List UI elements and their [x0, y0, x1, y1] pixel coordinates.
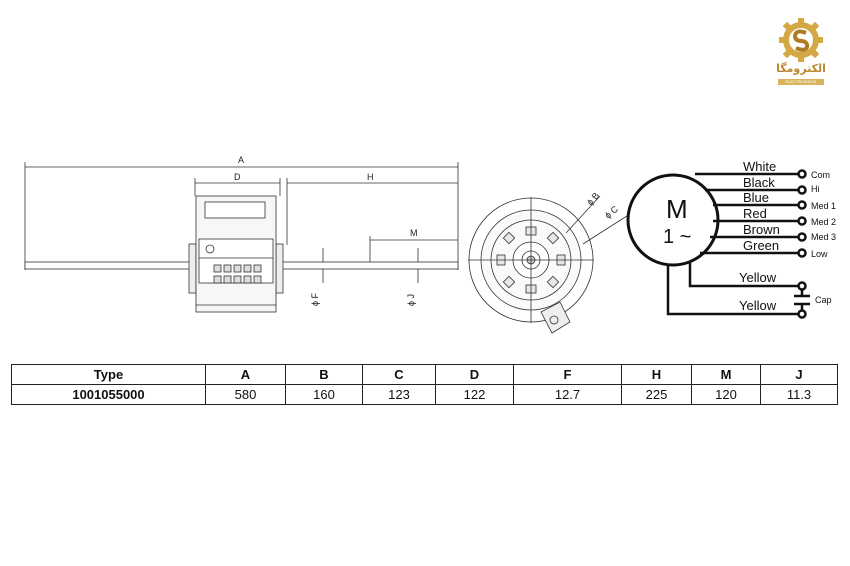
cell-f: 12.7	[513, 384, 622, 405]
dim-label-d: D	[234, 172, 241, 182]
spec-table: Type A B C D F H M J 1001055000 580 160 …	[11, 364, 838, 405]
dim-label-a: A	[238, 155, 244, 165]
terminal-label-med3: Med 3	[811, 232, 836, 242]
header-f: F	[513, 364, 622, 385]
cell-c: 123	[362, 384, 436, 405]
wire-label-blue: Blue	[743, 190, 769, 205]
table-row: 1001055000 580 160 123 122 12.7 225 120 …	[11, 384, 838, 405]
logo-subtext: ELECTROMEGA	[778, 79, 824, 85]
motor-phase: 1 ~	[663, 226, 691, 248]
header-b: B	[285, 364, 363, 385]
wire-label-white: White	[743, 159, 776, 174]
motor-drawing: A D H M ϕ F ϕ J ϕ B ϕ C M 1 ~	[24, 155, 836, 334]
dim-label-b: ϕ B	[585, 190, 601, 207]
wire-label-red: Red	[743, 206, 767, 221]
brand-logo	[772, 14, 830, 86]
wire-label-brown: Brown	[743, 222, 780, 237]
terminal-label-com: Com	[811, 170, 830, 180]
motor-side-view	[24, 162, 459, 313]
cell-h: 225	[621, 384, 692, 405]
terminal-label-low: Low	[811, 249, 828, 259]
dim-label-m: M	[410, 228, 418, 238]
cap-wire-label-2: Yellow	[739, 298, 777, 313]
dim-label-j: ϕ J	[406, 294, 416, 306]
wire-label-black: Black	[743, 175, 775, 190]
terminal-label-hi: Hi	[811, 184, 820, 194]
terminal-label-med1: Med 1	[811, 201, 836, 211]
header-a: A	[205, 364, 286, 385]
cell-j: 11.3	[760, 384, 838, 405]
dim-label-h: H	[367, 172, 374, 182]
cell-b: 160	[285, 384, 363, 405]
cap-label: Cap	[815, 295, 832, 305]
dim-label-c: ϕ C	[603, 204, 621, 221]
wiring-diagram: M 1 ~ White Black Blue	[626, 159, 836, 319]
dim-label-f: ϕ F	[310, 292, 320, 306]
wire-label-green: Green	[743, 238, 779, 253]
header-d: D	[435, 364, 514, 385]
header-h: H	[621, 364, 692, 385]
motor-front-view	[468, 195, 631, 334]
header-type: Type	[11, 364, 206, 385]
gear-logo-icon	[779, 18, 823, 62]
cell-type: 1001055000	[11, 384, 206, 405]
cell-d: 122	[435, 384, 514, 405]
header-m: M	[691, 364, 761, 385]
cap-wire-label-1: Yellow	[739, 270, 777, 285]
motor-letter: M	[666, 194, 688, 224]
terminal-label-med2: Med 2	[811, 217, 836, 227]
header-c: C	[362, 364, 436, 385]
table-header-row: Type A B C D F H M J	[11, 364, 838, 385]
header-j: J	[760, 364, 838, 385]
logo-text: الکترومگا	[776, 62, 826, 75]
cell-a: 580	[205, 384, 286, 405]
cell-m: 120	[691, 384, 761, 405]
